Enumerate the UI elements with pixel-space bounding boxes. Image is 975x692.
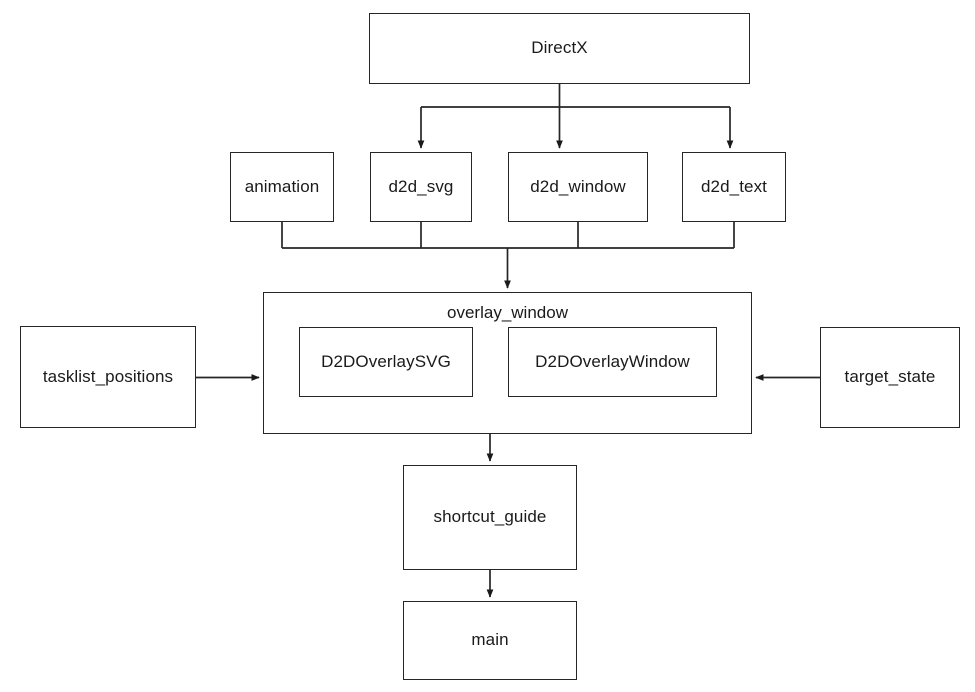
node-tasklist-positions-label: tasklist_positions (42, 366, 174, 386)
cluster-overlay-window-label: overlay_window (447, 303, 568, 322)
node-animation-label: animation (244, 176, 320, 196)
edge-row2-merge (281, 222, 735, 289)
node-d2d-text[interactable]: d2d_text (682, 152, 786, 222)
node-d2doverlaysvg-label: D2DOverlaySVG (321, 351, 451, 371)
node-d2d-window-label: d2d_window (530, 176, 626, 196)
node-d2doverlaywindow-label: D2DOverlayWindow (535, 351, 690, 371)
node-main[interactable]: main (403, 601, 577, 680)
node-d2doverlaywindow[interactable]: D2DOverlayWindow (508, 327, 717, 397)
node-shortcut-guide-label: shortcut_guide (433, 507, 547, 527)
node-target-state[interactable]: target_state (820, 327, 960, 428)
node-d2doverlaysvg[interactable]: D2DOverlaySVG (299, 327, 473, 397)
edge-directx-fanout (417, 84, 734, 149)
node-animation[interactable]: animation (230, 152, 334, 222)
node-d2d-svg[interactable]: d2d_svg (370, 152, 472, 222)
node-target-state-label: target_state (844, 367, 936, 387)
node-d2d-text-label: d2d_text (700, 176, 768, 196)
node-main-label: main (471, 630, 509, 650)
node-d2d-window[interactable]: d2d_window (508, 152, 648, 222)
node-tasklist-positions[interactable]: tasklist_positions (20, 326, 196, 428)
node-shortcut-guide[interactable]: shortcut_guide (403, 465, 577, 570)
node-directx[interactable]: DirectX (369, 13, 750, 84)
node-d2d-svg-label: d2d_svg (388, 176, 454, 196)
node-directx-label: DirectX (531, 38, 588, 58)
